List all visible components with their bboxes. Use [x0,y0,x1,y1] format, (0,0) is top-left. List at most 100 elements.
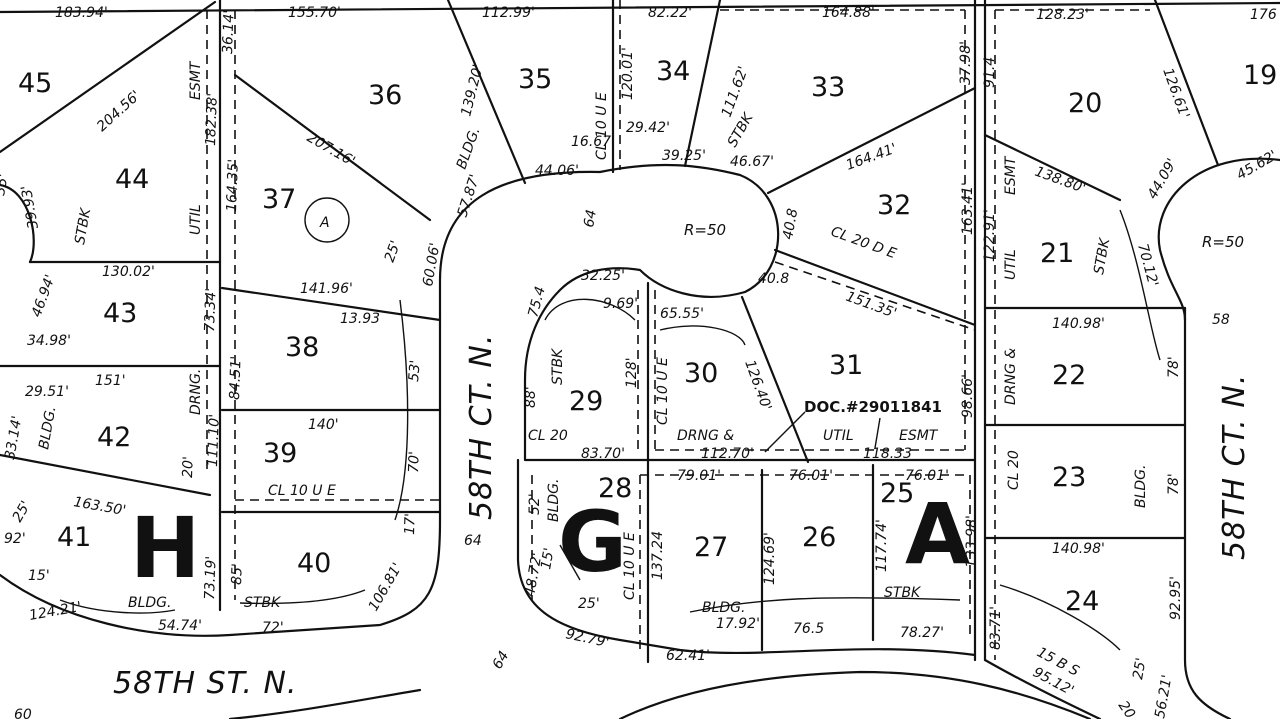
dim-top-7: 176 [1250,7,1277,23]
lot-44: 44 [115,164,149,195]
dimension-label: 62.41' [666,648,710,664]
dimension-label: 32.25' [581,268,625,284]
lot-30: 30 [684,358,718,389]
block-a: A [905,485,970,583]
dimension-label: 76.5 [793,621,824,637]
dimension-label: 73.19' [202,556,220,600]
dimension-label: 56.21' [1152,674,1175,719]
doc-number: DOC.#29011841 [804,398,942,416]
dimension-label: 83.71' [988,606,1004,650]
bldg-lot27: BLDG. [702,600,745,616]
dimension-label: 29.51' [25,384,69,400]
dimension-label: 92.95' [1168,576,1184,620]
block-g: G [558,493,627,591]
dimension-label: 60 [14,707,32,719]
bldg-lot23: BLDG. [1133,465,1149,508]
dimension-label: 25' [578,596,600,612]
lot-19: 19 [1243,60,1277,91]
dimension-label: 25' [1130,657,1150,681]
dimension-label: 78' [1166,356,1182,378]
dimension-label: 60.06' [420,242,443,288]
easement-cl20-lot23: CL 20 [1006,450,1022,490]
dimension-label: 83.70' [581,446,625,462]
dim-top-6: 128.23' [1036,7,1089,23]
esmt-lot21: ESMT [1003,155,1019,195]
esmt-lot44: ESMT [188,60,204,100]
easement-lines [206,0,1150,660]
dimension-label: 35' [0,173,12,197]
dimension-label: 39.25' [662,148,706,164]
radius-center: R=50 [684,221,726,239]
dimension-label: 84.51' [227,356,245,400]
dimension-label: 25' [10,498,35,525]
dimension-label: 164.35' [224,159,242,212]
bldg-lot28: BLDG. [546,479,562,522]
easement-cl10ue-lot35: CL 10 U E [594,92,610,160]
easement-cl10ue-lot30: CL 10 U E [655,357,671,425]
lot-45: 45 [18,68,52,99]
lot-41: 41 [57,522,91,553]
dimension-label: 85' [229,563,246,585]
doc-note-arrows [764,411,881,453]
lot-24: 24 [1065,586,1099,617]
dimension-label: 70.12' [1134,242,1161,289]
dimension-label: 13.93 [340,311,380,327]
dimension-label: 163.50' [72,494,127,519]
dimension-label: 44.06' [535,163,579,179]
block-letters: H G A [130,485,970,597]
dimension-label: 138.80' [1033,164,1088,197]
dimension-label: 126.61' [1159,66,1192,121]
dimension-label: 17' [402,513,419,535]
dimension-label: 164.41' [844,141,899,174]
dimension-label: 17.92' [716,616,760,632]
radius-east: R=50 [1202,233,1244,251]
dimension-label: 128' [624,357,640,388]
dimension-label: 88' [523,386,539,408]
lot-25: 25 [880,478,914,509]
dimension-label: 163.41' [960,182,976,235]
dimension-label: 140.98' [1052,316,1105,332]
street-numbers: 64 64 64 58 [464,208,1230,672]
lot-43: 43 [103,298,137,329]
lot-34: 34 [656,56,690,87]
dimension-label: 36.14' [220,10,238,54]
dimension-label: 20.5 [1115,698,1146,719]
dimension-label: 111.10' [205,414,223,467]
dimension-label: 92' [4,531,26,547]
tract-circle [304,197,350,243]
lot-37: 37 [262,184,296,215]
dimension-label: 16.67' [571,134,615,150]
dimension-label: 140' [308,417,339,433]
dimension-label: 76.01' [789,468,833,484]
stbk-lot44: STBK [72,205,94,245]
dimension-labels: 183.94' 155.70' 112.99' 82.22' 164.88' 1… [0,5,1280,719]
easement-esmt: ESMT [899,428,939,444]
lot-21: 21 [1040,238,1074,269]
dimension-label: 98.66' [960,374,976,418]
tract-label: A [319,215,330,231]
dimension-label: 137.24 [650,531,666,580]
dim-top-3: 112.99' [482,5,535,21]
dimension-label: 53' [406,359,424,382]
lot-38: 38 [285,332,319,363]
dimension-label: 75.4 [525,285,549,319]
dimension-label: 118.33 [863,446,912,462]
street-58th-ct-n-east: 58TH CT. N. [1217,374,1252,560]
dimension-label: 46.67' [730,154,774,170]
dimension-label: 133.98' [964,515,980,568]
drng-lot22: DRNG & [1003,348,1019,405]
dimension-label: 78.27' [900,625,944,641]
easement-cl10ue-lot28: CL 10 U E [622,532,638,600]
lot-27: 27 [694,532,728,563]
dimension-label: 140.98' [1052,541,1105,557]
bldg-lot42: BLDG. [36,405,59,451]
dimension-label: 33.14' [2,415,25,461]
dimension-label: 207.16' [304,130,358,170]
lot-23: 23 [1052,462,1086,493]
dim-top-2: 155.70' [288,5,341,21]
street-58th-st-n: 58TH ST. N. [113,666,297,701]
stbk-lot29: STBK [550,347,566,385]
lot-26: 26 [802,522,836,553]
lot-40: 40 [297,548,331,579]
lot-39: 39 [263,438,297,469]
